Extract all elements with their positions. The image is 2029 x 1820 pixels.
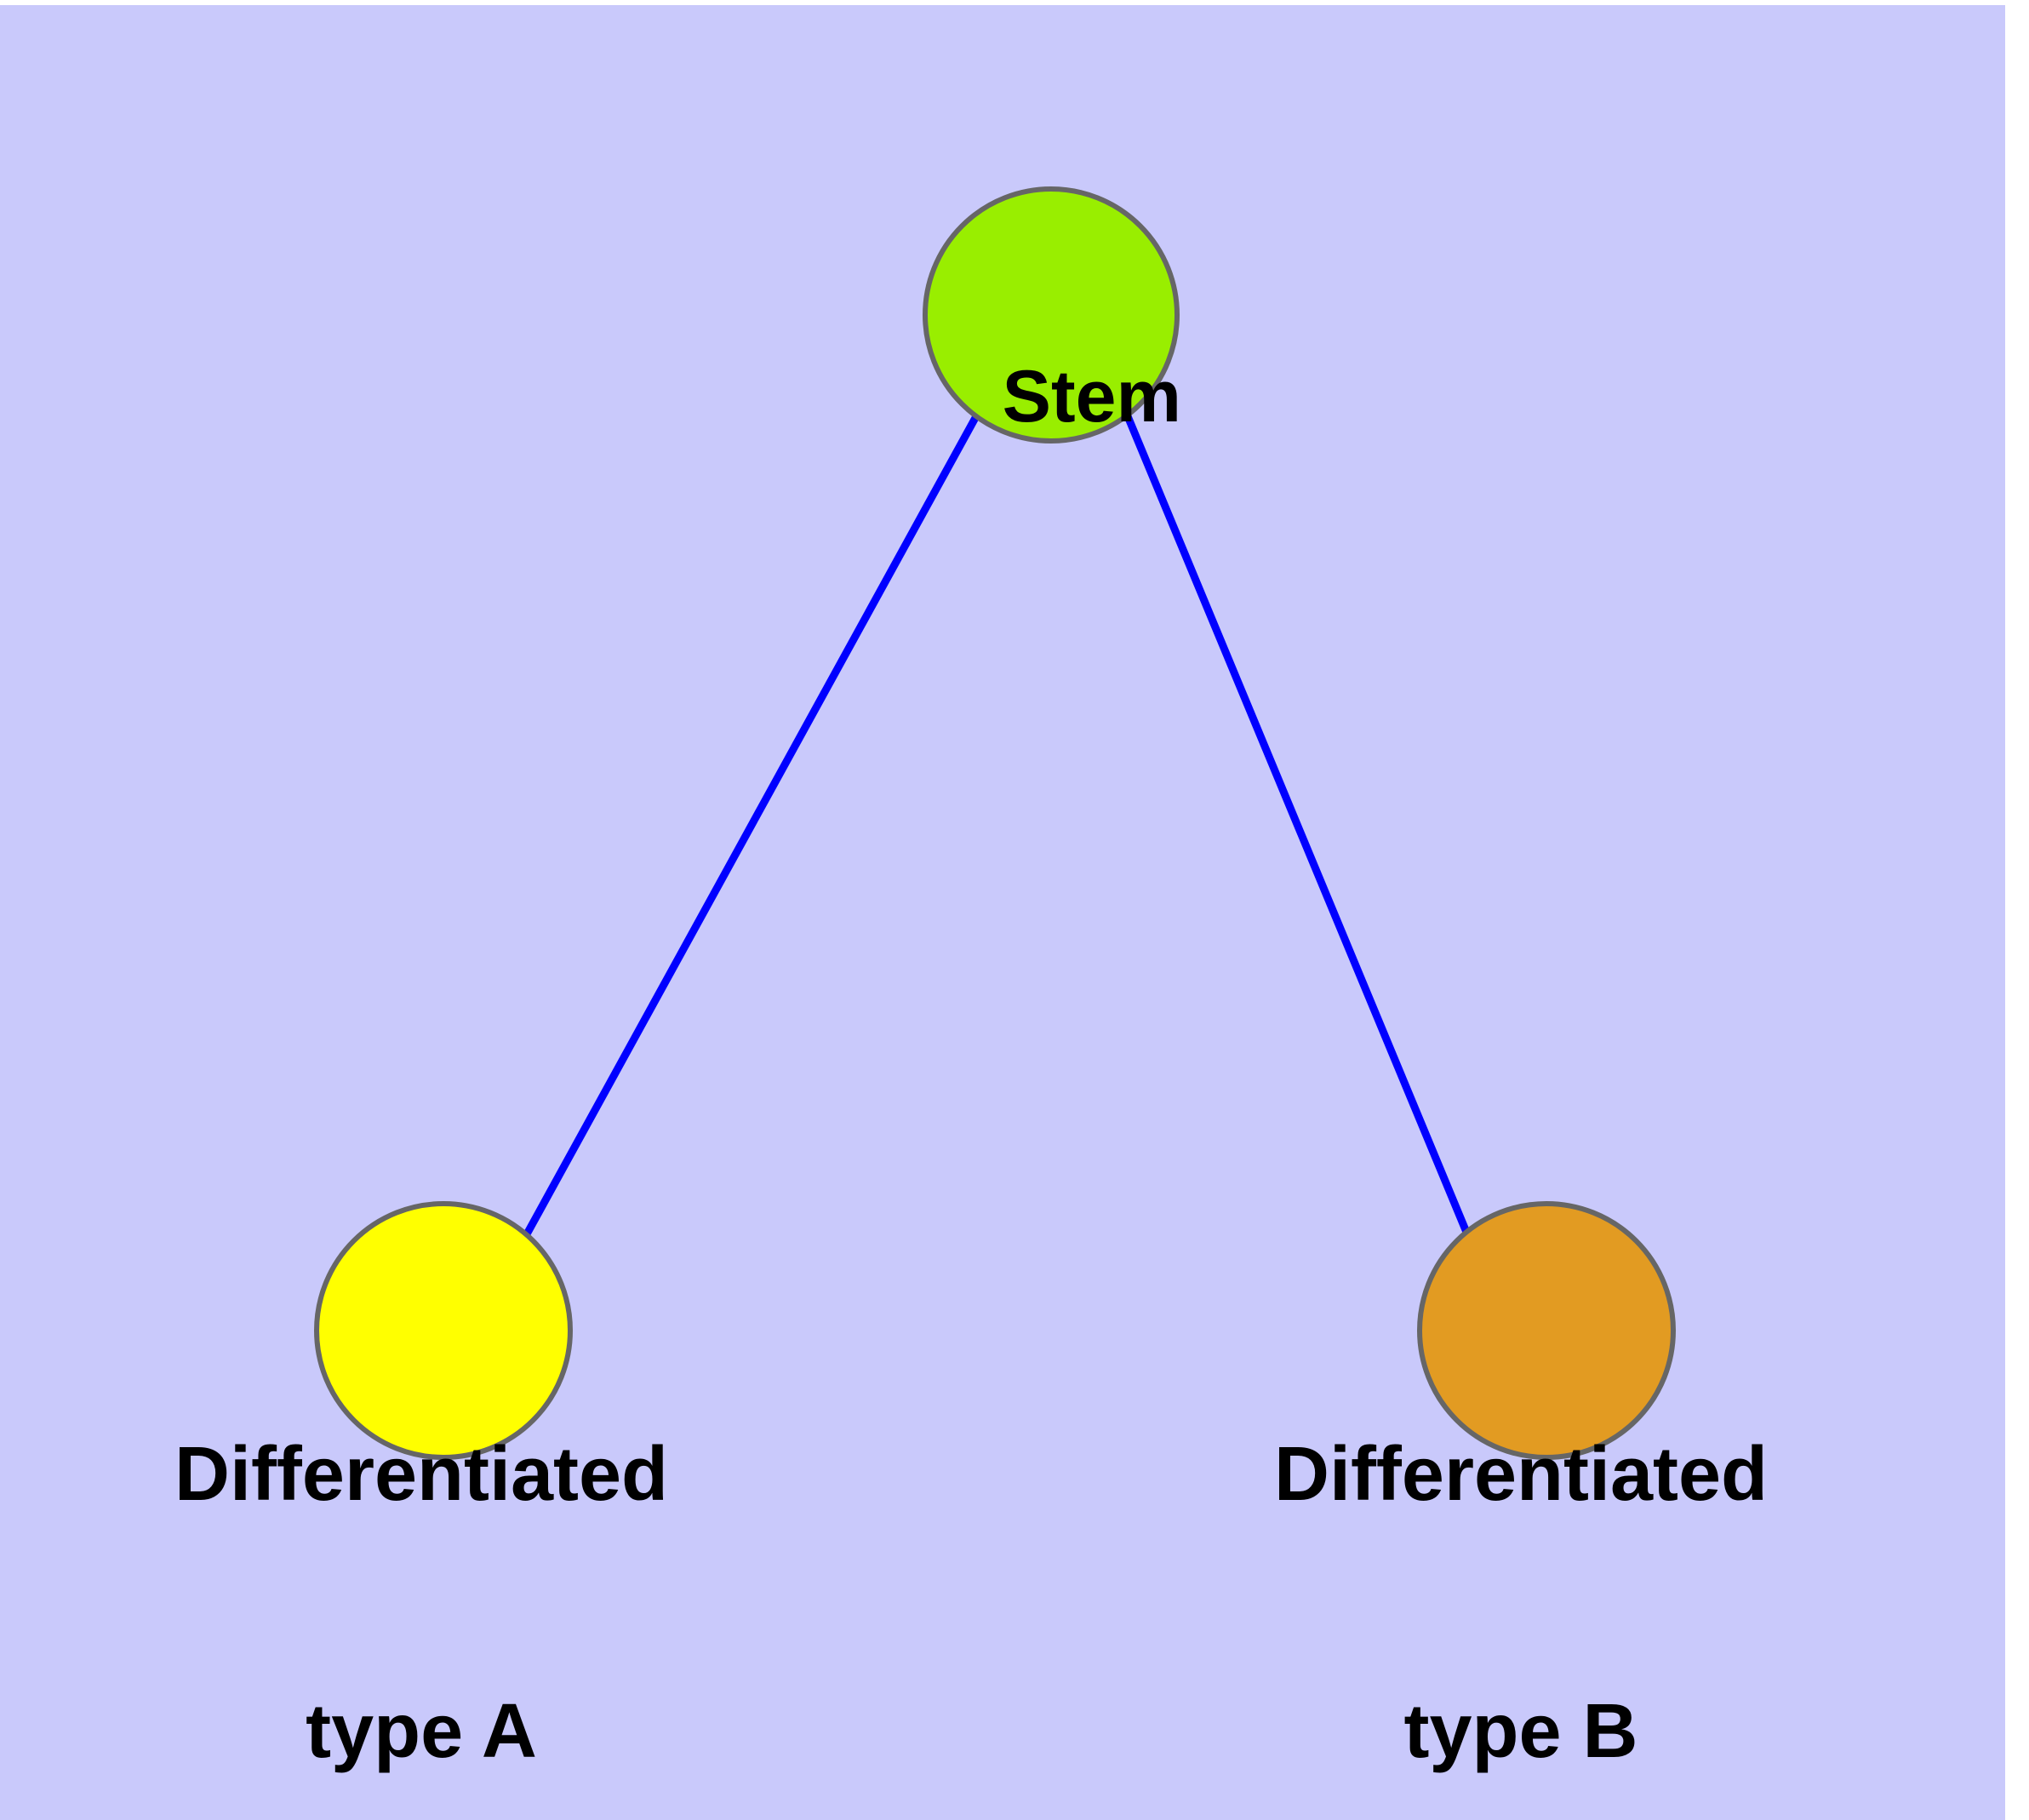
edge-stem-to-diff-b[interactable] — [1123, 415, 1474, 1242]
node-diff-b-circle[interactable] — [1417, 1201, 1676, 1460]
node-diff-a-circle[interactable] — [314, 1201, 573, 1460]
edge-layer — [520, 414, 1474, 1243]
edge-stem-to-diff-a[interactable] — [520, 414, 980, 1243]
node-layer — [314, 186, 1676, 1460]
node-stem-circle[interactable] — [923, 186, 1180, 444]
